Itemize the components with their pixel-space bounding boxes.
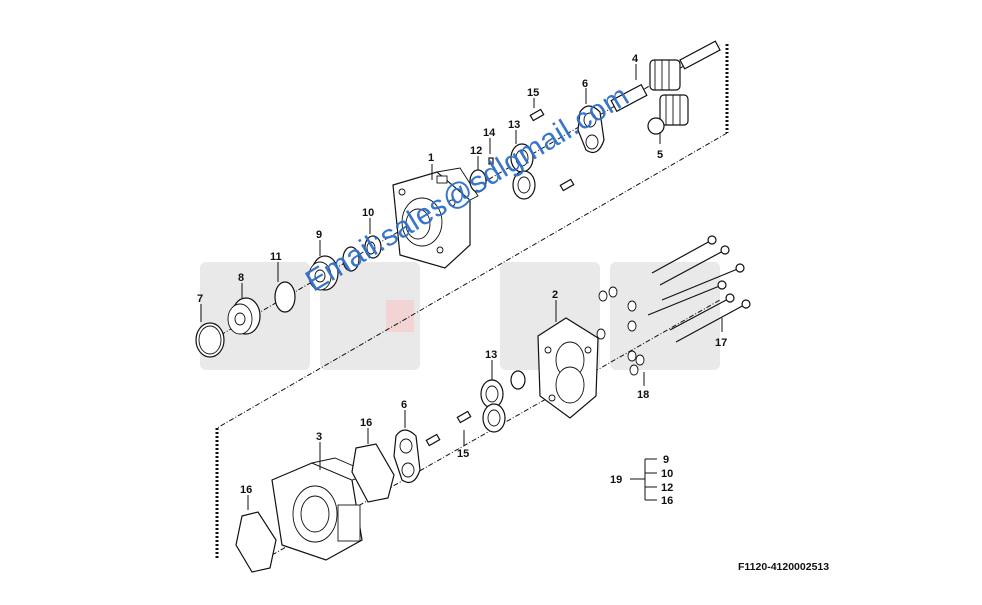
callout-9: 9 [316,229,322,241]
callout-18: 18 [637,389,649,401]
part-needle-bearing-bottom [480,370,526,433]
part-washers [596,286,645,376]
callout-7: 7 [197,293,203,305]
kit-number: 19 [610,474,622,486]
callouts: 1 2 3 4 5 6 6 7 8 9 10 11 12 13 13 14 15… [197,53,727,507]
part-pin-14 [488,157,494,165]
part-driven-gear [647,94,689,135]
drawing-code: F1120-4120002513 [738,561,830,573]
callout-6-bottom: 6 [401,399,407,411]
callout-13-top: 13 [508,119,520,131]
callout-17: 17 [715,337,727,349]
kit-item-4: 16 [661,495,673,507]
leader-lines [200,64,723,510]
part-rear-housing [271,457,374,561]
callout-3: 3 [316,431,322,443]
part-pump-body [537,317,599,419]
part-gasket-right [351,443,395,503]
part-bolts [647,235,751,343]
part-dowel-pin-bottom [425,410,472,447]
callout-14: 14 [483,127,496,139]
part-seal-ring-11 [274,281,296,313]
callout-8: 8 [238,272,244,284]
callout-4: 4 [632,53,639,65]
kit-item-3: 12 [661,482,673,494]
callout-16-right: 16 [360,417,372,429]
part-wear-plate-bottom [393,429,421,483]
callout-10: 10 [362,207,374,219]
part-retaining-ring [195,322,225,358]
callout-6-top: 6 [582,78,588,90]
part-wear-plate-top [577,105,605,153]
part-bearing-9 [308,255,339,291]
callout-15-top: 15 [527,87,539,99]
callout-12: 12 [470,145,482,157]
part-seal-10 [364,235,382,259]
part-needle-bearing-top [510,143,536,200]
dotted-frame [215,44,729,558]
callout-15-bottom: 15 [457,448,469,460]
part-o-ring [342,246,360,272]
part-gasket-left [235,511,277,573]
callout-2: 2 [552,289,558,301]
callout-11: 11 [270,251,282,263]
kit-item-1: 9 [663,454,669,466]
callout-1: 1 [428,152,434,164]
callout-13-bottom: 13 [485,349,497,361]
callout-5: 5 [657,149,663,161]
part-dowel-pin-top [529,108,575,192]
callout-16-left: 16 [240,484,252,496]
part-front-cover [392,167,479,269]
kit-item-2: 10 [661,468,673,480]
part-ball-bearing [227,297,261,335]
part-drive-gear-shaft [610,40,721,113]
